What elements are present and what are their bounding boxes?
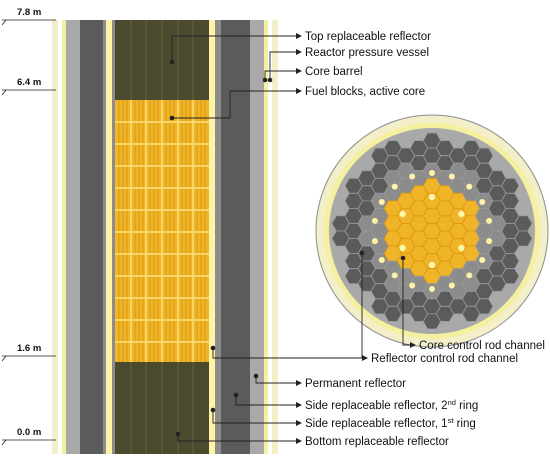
reflector-hex-block bbox=[475, 147, 494, 164]
leader-side-reflector-2 bbox=[235, 395, 296, 406]
reflector-channel-left bbox=[106, 20, 112, 454]
leader-permanent-reflector bbox=[255, 376, 296, 384]
labels: Top replaceable reflector Reactor pressu… bbox=[305, 31, 545, 448]
reflector-control-rod-channel bbox=[378, 199, 385, 205]
reflector-control-rod-channel bbox=[466, 183, 473, 190]
core-control-rod-channel bbox=[428, 193, 436, 201]
leader-core-barrel bbox=[264, 70, 296, 80]
reflector-control-rod-channel bbox=[391, 183, 398, 190]
core-control-rod-channel bbox=[399, 210, 406, 218]
reflector-control-rod-channel bbox=[378, 257, 385, 263]
reflector-control-rod-channel bbox=[479, 257, 486, 263]
label-fuel-blocks: Fuel blocks, active core bbox=[305, 86, 425, 98]
reflector-control-rod-channel bbox=[409, 173, 416, 180]
leader-core-control-rod bbox=[402, 258, 410, 346]
reflector-control-rod-channel bbox=[448, 173, 455, 180]
reflector-control-rod-channel bbox=[479, 199, 486, 205]
label-side-reflector-2: Side replaceable reflector, 2nd ring bbox=[305, 398, 478, 412]
label-permanent-reflector: Permanent reflector bbox=[305, 378, 406, 390]
control-rod-channels bbox=[371, 170, 493, 292]
height-marker-0.0: 0.0 m bbox=[1, 427, 56, 446]
height-marker-7.8: 7.8 m bbox=[1, 7, 56, 26]
annotations bbox=[169, 33, 416, 444]
leader-top-reflector bbox=[171, 35, 296, 62]
height-marker-1.6: 1.6 m bbox=[1, 343, 56, 362]
reflector-channel-right bbox=[209, 20, 215, 454]
reflector-control-rod-channel bbox=[371, 217, 378, 224]
core-control-rod-channel bbox=[428, 261, 436, 269]
label-bottom-reflector: Bottom replaceable reflector bbox=[305, 436, 449, 448]
height-label-6.4: 6.4 m bbox=[17, 77, 41, 88]
reflector-control-rod-channel bbox=[371, 238, 378, 245]
reflector-hex-block bbox=[501, 268, 520, 285]
reflector-control-rod-channel bbox=[391, 272, 398, 279]
height-label-7.8: 7.8 m bbox=[17, 7, 41, 18]
reflector-control-rod-channel bbox=[486, 238, 493, 245]
label-core-control-rod: Core control rod channel bbox=[419, 340, 545, 352]
height-label-0.0: 0.0 m bbox=[17, 427, 41, 438]
height-markers: 7.8 m 6.4 m 1.6 m 0.0 m bbox=[1, 7, 56, 446]
reflector-control-rod-channel bbox=[429, 286, 435, 292]
leader-fuel-blocks bbox=[172, 90, 296, 119]
core-control-rod-channel bbox=[458, 210, 465, 218]
reflector-control-rod-channel bbox=[448, 282, 455, 289]
label-top-reflector: Top replaceable reflector bbox=[305, 31, 431, 43]
label-side-reflector-1: Side replaceable reflector, 1st ring bbox=[305, 416, 476, 430]
core-control-rod-channel bbox=[399, 244, 406, 252]
label-pressure-vessel: Reactor pressure vessel bbox=[305, 47, 429, 59]
cross-section bbox=[315, 114, 549, 348]
reflector-hex-block bbox=[514, 230, 533, 247]
height-marker-6.4: 6.4 m bbox=[1, 77, 56, 96]
reflector-control-rod-channel bbox=[466, 272, 473, 279]
height-label-1.6: 1.6 m bbox=[17, 343, 41, 354]
reflector-control-rod-channel bbox=[486, 217, 493, 224]
leader-reflector-control-rod bbox=[212, 253, 363, 359]
fuel-block-separators bbox=[115, 100, 209, 362]
leader-side-reflector-1 bbox=[212, 410, 296, 424]
top-reflector-lines bbox=[130, 20, 194, 100]
label-core-barrel: Core barrel bbox=[305, 66, 363, 78]
axial-section bbox=[52, 20, 278, 454]
leader-bottom-reflector bbox=[177, 434, 296, 442]
label-reflector-control-rod: Reflector control rod channel bbox=[371, 353, 518, 365]
core-control-rod-channel bbox=[458, 244, 465, 252]
reflector-hex-block bbox=[475, 298, 494, 315]
reflector-control-rod-channel bbox=[409, 282, 416, 289]
reflector-control-rod-channel bbox=[429, 170, 435, 176]
hex-block-grid bbox=[331, 132, 533, 330]
